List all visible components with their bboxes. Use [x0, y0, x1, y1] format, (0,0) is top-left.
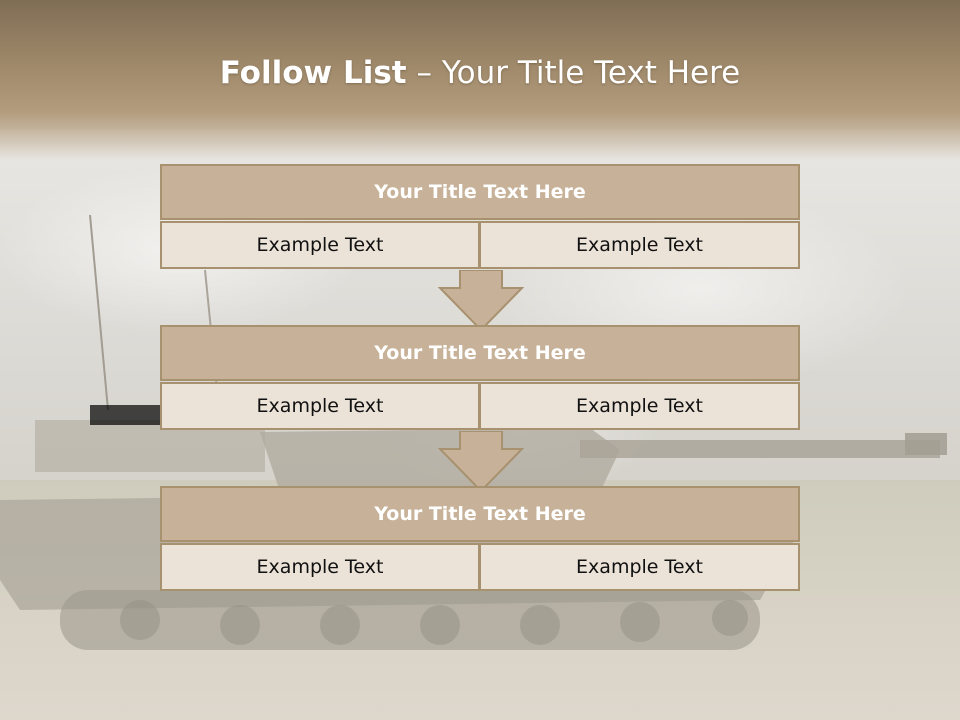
step-1-title: Your Title Text Here — [160, 164, 800, 220]
step-3-right-text: Example Text — [480, 543, 800, 591]
flow-step-1: Your Title Text Here Example Text Exampl… — [160, 164, 800, 269]
step-3-left-text: Example Text — [160, 543, 480, 591]
step-2-cells: Example Text Example Text — [160, 382, 800, 430]
slide-title: Follow List – Your Title Text Here — [0, 55, 960, 91]
flow-step-3: Your Title Text Here Example Text Exampl… — [160, 486, 800, 591]
step-1-right-text: Example Text — [480, 221, 800, 269]
header-band — [0, 0, 960, 160]
step-2-right-text: Example Text — [480, 382, 800, 430]
step-1-left-text: Example Text — [160, 221, 480, 269]
down-arrow-2 — [438, 431, 524, 493]
slide-title-bold: Follow List — [219, 55, 407, 91]
step-2-title: Your Title Text Here — [160, 325, 800, 381]
step-1-cells: Example Text Example Text — [160, 221, 800, 269]
step-3-title: Your Title Text Here — [160, 486, 800, 542]
down-arrow-1 — [438, 270, 524, 332]
slide-title-rest: – Your Title Text Here — [406, 55, 741, 91]
step-2-left-text: Example Text — [160, 382, 480, 430]
step-3-cells: Example Text Example Text — [160, 543, 800, 591]
flow-step-2: Your Title Text Here Example Text Exampl… — [160, 325, 800, 430]
